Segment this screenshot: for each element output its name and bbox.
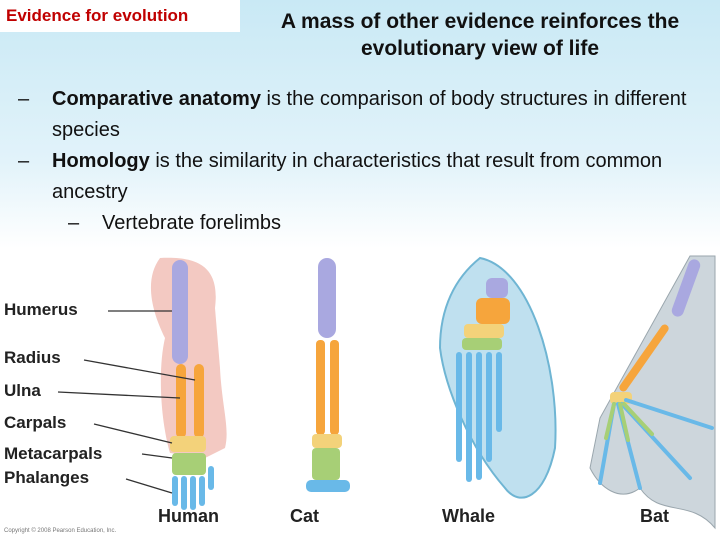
whale-forelimb xyxy=(438,256,557,499)
cat-phalanges xyxy=(306,480,350,492)
title-line-2: evolutionary view of life xyxy=(360,37,600,60)
bullet-list: – Comparative anatomy is the comparison … xyxy=(18,84,708,239)
human-metacarpals xyxy=(172,453,206,475)
cat-humerus xyxy=(318,258,336,338)
forelimb-figure: Humerus Radius Ulna Carpals Metacarpals … xyxy=(0,248,720,540)
human-skin xyxy=(150,257,227,458)
species-label-whale: Whale xyxy=(442,506,496,526)
label-ulna: Ulna xyxy=(4,381,41,400)
bullet-dash: – xyxy=(18,88,30,110)
species-label-cat: Cat xyxy=(290,506,320,526)
cat-forelimb xyxy=(306,258,350,492)
cat-metacarpals xyxy=(312,448,340,480)
bullet-text: is the comparison of body structures in … xyxy=(52,88,687,141)
bat-forelimb xyxy=(589,255,716,530)
label-pointer-lines xyxy=(57,310,196,494)
whale-metacarpals xyxy=(462,338,502,350)
label-humerus: Humerus xyxy=(4,300,78,319)
bullet-dash: – xyxy=(68,212,80,234)
human-forelimb xyxy=(150,257,227,510)
bat-skin xyxy=(589,255,716,530)
bullet-term: Comparative anatomy xyxy=(52,88,261,110)
human-radius xyxy=(194,364,204,438)
title-line-1: A mass of other evidence reinforces the xyxy=(280,10,680,33)
whale-humerus xyxy=(486,278,508,298)
human-ulna xyxy=(176,364,186,438)
label-carpals: Carpals xyxy=(4,413,67,432)
bullet-term: Homology xyxy=(52,150,150,172)
cat-carpals xyxy=(312,434,342,448)
cat-ulna xyxy=(316,340,325,435)
human-carpals xyxy=(170,436,206,452)
section-tag: Evidence for evolution xyxy=(0,0,240,32)
whale-carpals xyxy=(464,324,504,338)
human-phalanges xyxy=(172,466,214,510)
cat-radius xyxy=(330,340,339,435)
bat-metacarpals xyxy=(604,402,654,442)
bullet-dash: – xyxy=(18,150,30,172)
species-label-bat: Bat xyxy=(640,506,670,526)
copyright-notice: Copyright © 2008 Pearson Education, Inc. xyxy=(4,528,117,534)
bat-humerus xyxy=(671,259,701,317)
label-radius: Radius xyxy=(4,348,61,367)
subbullet-vertebrate-forelimbs: – Vertebrate forelimbs xyxy=(18,208,708,239)
label-metacarpals: Metacarpals xyxy=(4,444,103,463)
bullet-homology: – Homology is the similarity in characte… xyxy=(18,146,708,208)
slide-title: A mass of other evidence reinforces the … xyxy=(240,8,720,62)
whale-radius-ulna xyxy=(476,298,510,324)
subbullet-text: Vertebrate forelimbs xyxy=(102,212,281,234)
forelimb-illustration xyxy=(57,255,716,530)
label-phalanges: Phalanges xyxy=(4,468,90,487)
bat-radius xyxy=(619,324,669,392)
bullet-comparative-anatomy: – Comparative anatomy is the comparison … xyxy=(18,84,708,146)
whale-phalanges xyxy=(456,352,502,482)
bullet-text: is the similarity in characteristics tha… xyxy=(52,150,663,203)
species-label-human: Human xyxy=(158,506,220,526)
human-humerus xyxy=(172,260,188,364)
